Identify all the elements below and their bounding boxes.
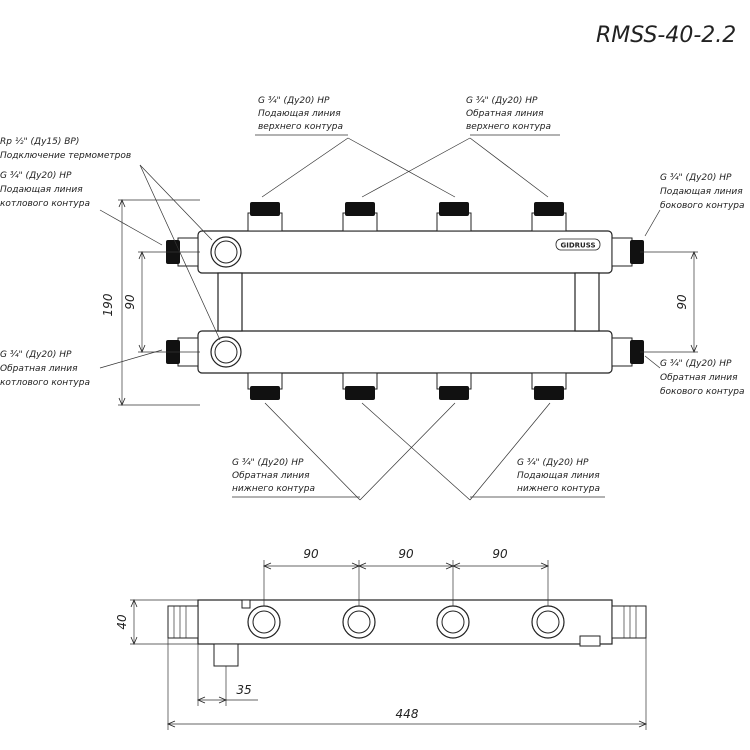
callout-left-upper: G ¾" (Ду20) НР Подающая линия котлового …: [0, 171, 90, 209]
dimension-right-spacing: 90: [640, 250, 698, 354]
svg-text:бокового контура: бокового контура: [660, 387, 745, 397]
svg-text:Подающая линия: Подающая линия: [0, 185, 83, 195]
thermometer-port-upper: [210, 236, 242, 268]
svg-text:448: 448: [396, 707, 419, 721]
dimension-sensor-offset: 35: [196, 644, 258, 706]
front-left-nipple: [167, 605, 199, 639]
svg-text:90: 90: [492, 547, 508, 561]
thermometer-port-lower: [210, 336, 242, 368]
callout-bottom-right: G ¾" (Ду20) НР Подающая линия нижнего ко…: [517, 458, 600, 494]
bottom-outlet-4: [531, 372, 567, 400]
brand-label: GIDRUSS: [560, 242, 595, 250]
bottom-outlet-2: [342, 372, 378, 400]
top-outlet-1: [247, 202, 283, 232]
svg-text:нижнего контура: нижнего контура: [517, 484, 600, 494]
bottom-outlet-1: [247, 372, 283, 400]
svg-text:G ¾" (Ду20) НР: G ¾" (Ду20) НР: [660, 359, 732, 369]
svg-text:190: 190: [101, 293, 115, 316]
svg-text:котлового контура: котлового контура: [0, 199, 90, 209]
svg-text:40: 40: [115, 614, 129, 630]
svg-text:нижнего контура: нижнего контура: [232, 484, 315, 494]
svg-text:верхнего контура: верхнего контура: [466, 122, 551, 132]
callout-bottom-left: G ¾" (Ду20) НР Обратная линия нижнего ко…: [232, 458, 315, 494]
svg-text:G ¾" (Ду20) НР: G ¾" (Ду20) НР: [258, 96, 330, 106]
svg-text:G ¾" (Ду20) НР: G ¾" (Ду20) НР: [0, 171, 72, 181]
model-title: RMSS-40-2.2: [596, 23, 736, 48]
svg-text:Обратная линия: Обратная линия: [660, 373, 738, 383]
svg-text:90: 90: [303, 547, 319, 561]
svg-text:35: 35: [236, 683, 251, 697]
bottom-outlet-3: [436, 372, 472, 400]
left-connector-pipe: [217, 272, 243, 332]
svg-text:Обратная линия: Обратная линия: [466, 109, 544, 119]
svg-text:бокового контура: бокового контура: [660, 201, 745, 211]
svg-text:верхнего контура: верхнего контура: [258, 122, 343, 132]
svg-text:Подающая линия: Подающая линия: [258, 109, 341, 119]
top-outlet-2: [342, 202, 378, 232]
svg-text:G ¾" (Ду20) НР: G ¾" (Ду20) НР: [660, 173, 732, 183]
svg-text:90: 90: [123, 294, 137, 310]
dimension-total-length: 448: [166, 638, 648, 730]
right-outlet-upper: [611, 237, 644, 267]
right-outlet-lower: [611, 337, 644, 367]
manifold-front-view: [167, 599, 647, 667]
callout-right-lower: G ¾" (Ду20) НР Обратная линия бокового к…: [660, 359, 745, 397]
svg-text:90: 90: [675, 294, 689, 310]
dimension-total-height: 190: [101, 198, 200, 407]
svg-text:Подающая линия: Подающая линия: [517, 471, 600, 481]
svg-text:G ¾" (Ду20) НР: G ¾" (Ду20) НР: [517, 458, 589, 468]
front-right-nipple: [611, 605, 647, 639]
dimension-depth: 40: [115, 598, 198, 646]
sensor-stub: [213, 643, 239, 667]
front-left-bracket: [241, 599, 251, 609]
svg-text:Rp ½" (Ду15) ВР): Rp ½" (Ду15) ВР): [0, 137, 79, 147]
callout-left-lower: G ¾" (Ду20) НР Обратная линия котлового …: [0, 350, 90, 388]
return-header-bar: [197, 330, 613, 374]
svg-text:Обратная линия: Обратная линия: [232, 471, 310, 481]
right-connector-pipe: [574, 272, 600, 332]
dimension-outlet-spacing: 90 90 90: [262, 547, 550, 606]
svg-text:Подающая линия: Подающая линия: [660, 187, 743, 197]
dimension-left-spacing: 90: [123, 250, 200, 354]
callout-thermometer: Rp ½" (Ду15) ВР) Подключение термометров: [0, 137, 131, 161]
manifold-top-view: GIDRUSS: [166, 202, 644, 400]
svg-text:котлового контура: котлового контура: [0, 378, 90, 388]
callout-top-left: G ¾" (Ду20) НР Подающая линия верхнего к…: [258, 96, 343, 132]
callout-right-upper: G ¾" (Ду20) НР Подающая линия бокового к…: [660, 173, 745, 211]
brand-badge: [555, 238, 601, 251]
front-right-bracket: [579, 635, 601, 647]
callout-top-right: G ¾" (Ду20) НР Обратная линия верхнего к…: [466, 96, 551, 132]
svg-text:Подключение термометров: Подключение термометров: [0, 151, 131, 161]
leader-lines: [99, 134, 661, 501]
top-outlet-3: [436, 202, 472, 232]
svg-text:Обратная линия: Обратная линия: [0, 364, 78, 374]
svg-text:G ¾" (Ду20) НР: G ¾" (Ду20) НР: [0, 350, 72, 360]
svg-text:90: 90: [398, 547, 414, 561]
svg-text:G ¾" (Ду20) НР: G ¾" (Ду20) НР: [466, 96, 538, 106]
top-outlet-4: [531, 202, 567, 232]
svg-text:G ¾" (Ду20) НР: G ¾" (Ду20) НР: [232, 458, 304, 468]
supply-header-bar: [197, 230, 613, 274]
